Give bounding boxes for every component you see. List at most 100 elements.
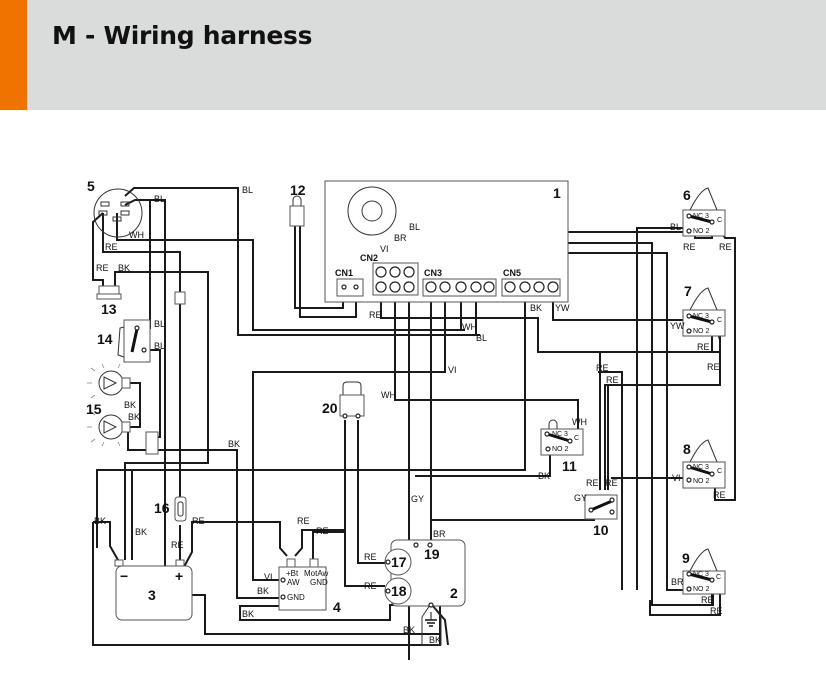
- cn5-pins: [504, 281, 559, 293]
- wire-yw-cn5: [552, 290, 691, 325]
- wire-wh-5: [116, 213, 465, 331]
- key-pin: [120, 210, 130, 216]
- solenoid-20: 20: [322, 381, 365, 419]
- cn2-label: CN2: [360, 253, 378, 263]
- wire-bk-13: [114, 271, 209, 560]
- lamps-15: 15: [86, 363, 131, 447]
- wire-bl-top: [124, 187, 480, 336]
- wire-re-4a: [294, 420, 346, 557]
- module-pin: [280, 594, 286, 600]
- wire-label: BR: [433, 529, 446, 539]
- component-1-label: 1: [553, 185, 561, 201]
- wire-label: RE: [596, 363, 609, 373]
- inline-connector-15: [145, 431, 159, 455]
- module-4-gnd-label: GND: [310, 578, 328, 587]
- lamp-upper: [98, 370, 124, 396]
- micro-switch-8: NC 3 NO 2 C 8: [682, 439, 726, 489]
- switch-7-c: C: [717, 317, 722, 324]
- wire-label: YW: [555, 303, 570, 313]
- module-4-terminal-motaw: [309, 558, 319, 568]
- component-14-label: 14: [97, 331, 113, 347]
- switch-6-no: NO 2: [693, 228, 709, 235]
- switch-pin: [588, 507, 594, 513]
- key-pin: [98, 210, 108, 216]
- switch-9-c: C: [716, 574, 721, 581]
- motor-pin: [385, 588, 391, 594]
- component-18-label: 18: [391, 583, 407, 599]
- wire-label: BK: [257, 586, 269, 596]
- wire-label: RE: [719, 242, 732, 252]
- wire-label: RE: [697, 342, 710, 352]
- switch-pin: [686, 586, 692, 592]
- wire-label: RE: [713, 490, 726, 500]
- switch-9-contact: [688, 572, 713, 582]
- module-4-body: [278, 566, 327, 611]
- cn3-pins: [425, 281, 495, 293]
- switch-9-lever: [689, 548, 718, 572]
- cn1-pin: [341, 284, 347, 290]
- page-title: M - Wiring harness: [52, 21, 313, 50]
- wire-label: RE: [105, 242, 118, 252]
- component-17-label: 17: [391, 554, 407, 570]
- battery-terminal-minus: [114, 559, 124, 567]
- wire-label: RE: [364, 581, 377, 591]
- wire-label: GY: [411, 494, 424, 504]
- wire-re-3: [183, 521, 288, 568]
- rocker-switch-14: 14: [97, 319, 151, 363]
- component-8-label: 8: [683, 441, 691, 457]
- switch-pin: [686, 213, 692, 219]
- switch-7-contact: [688, 314, 713, 324]
- wire-label: WH: [462, 322, 477, 332]
- wire-label: VI: [672, 473, 681, 483]
- cn5-connector: [501, 278, 561, 297]
- component-12-label: 12: [290, 182, 306, 198]
- switch-11-nc: NC 3: [552, 431, 568, 438]
- switch-pin: [686, 228, 692, 234]
- wire-label: RE: [586, 478, 599, 488]
- cn1-connector: [336, 278, 364, 297]
- switch-7-nc: NC 3: [693, 313, 709, 320]
- cn1-label: CN1: [335, 268, 353, 278]
- motor-2: 17 18 19 2: [384, 539, 466, 646]
- switch-pin: [567, 438, 573, 444]
- sensor-tip: [292, 195, 302, 206]
- switch-8-no: NO 2: [693, 478, 709, 485]
- wire-label: BL: [670, 222, 681, 232]
- switch-pin: [709, 319, 715, 325]
- switch-6-nc: NC 3: [693, 213, 709, 220]
- lamp-filament: [103, 420, 118, 434]
- wire-wh-mid: [394, 290, 579, 438]
- board-buzzer-outer: [347, 186, 397, 236]
- component-13-label: 13: [101, 301, 117, 317]
- wire-label: BK: [118, 263, 130, 273]
- component-9-label: 9: [682, 550, 690, 566]
- wire-bk-3a: [93, 521, 119, 561]
- component-3-label: 3: [148, 587, 156, 603]
- ground-icon: [421, 602, 442, 646]
- switch-pin: [709, 577, 715, 583]
- component-7-label: 7: [684, 283, 692, 299]
- switch-6-lever: [689, 187, 718, 211]
- battery-minus-sign: −: [120, 568, 128, 584]
- battery-body: [115, 565, 193, 621]
- component-10-label: 10: [593, 522, 609, 538]
- switch-7-lever: [689, 287, 718, 311]
- component-4-label: 4: [333, 599, 341, 615]
- wire-label: BL: [154, 341, 165, 351]
- switch-pin: [544, 431, 550, 437]
- micro-switch-7: NC 3 NO 2 C 7: [682, 283, 726, 337]
- motor-terminal-18: [384, 577, 412, 605]
- solenoid-pin: [342, 413, 348, 419]
- wire-label: BK: [128, 412, 140, 422]
- battery-3: − + 3: [114, 559, 193, 621]
- component-16-label: 16: [154, 500, 170, 516]
- switch-pin: [686, 313, 692, 319]
- switch-8-lever: [689, 439, 718, 463]
- sensor-body: [289, 205, 305, 227]
- key-pin: [112, 216, 122, 222]
- switch-10-contact: [590, 499, 613, 512]
- wire-bk-11: [415, 455, 551, 477]
- control-board-1: 1 CN1 CN2 CN3 CN5: [324, 180, 569, 303]
- wire-label: WH: [381, 390, 396, 400]
- module-4-terminal-bt: [286, 558, 296, 568]
